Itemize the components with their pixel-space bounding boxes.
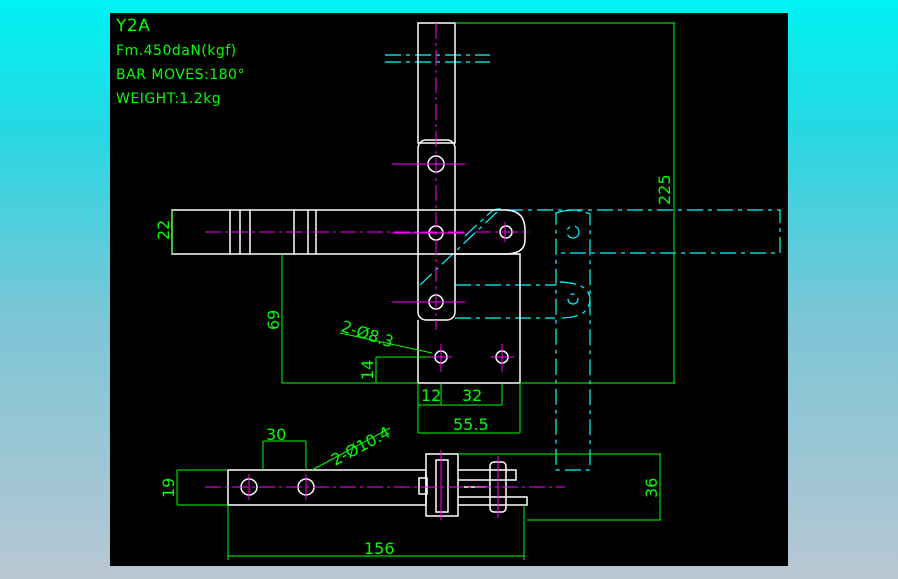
dim-225: 225	[655, 174, 674, 205]
dim-36: 36	[642, 478, 661, 498]
model-label: Y2A	[116, 16, 151, 36]
phantom-open-position	[385, 54, 781, 471]
dim-14: 14	[358, 360, 377, 380]
dim-19: 19	[159, 478, 178, 498]
dim-69: 69	[264, 310, 283, 330]
dim-55-5: 55.5	[453, 415, 489, 434]
dim-156: 156	[364, 539, 395, 558]
cad-viewport[interactable]	[110, 13, 788, 566]
bar-moves-label: BAR MOVES:180°	[116, 67, 245, 83]
force-label: Fm.450daN(kgf)	[116, 43, 237, 59]
dim-32: 32	[462, 386, 482, 405]
clamp-drawing: 225 22 69 14 2-Ø8.3 12 32 55.5 30 2-Ø10.…	[154, 22, 781, 560]
centerlines	[205, 23, 565, 520]
dim-30: 30	[266, 425, 286, 444]
dim-12: 12	[421, 386, 441, 405]
dimension-lines	[171, 22, 675, 560]
dim-hole-lower: 2-Ø10.4	[328, 423, 394, 470]
weight-label: WEIGHT:1.2kg	[116, 91, 222, 107]
dim-22: 22	[154, 220, 173, 240]
dim-hole-upper: 2-Ø8.3	[339, 317, 396, 352]
